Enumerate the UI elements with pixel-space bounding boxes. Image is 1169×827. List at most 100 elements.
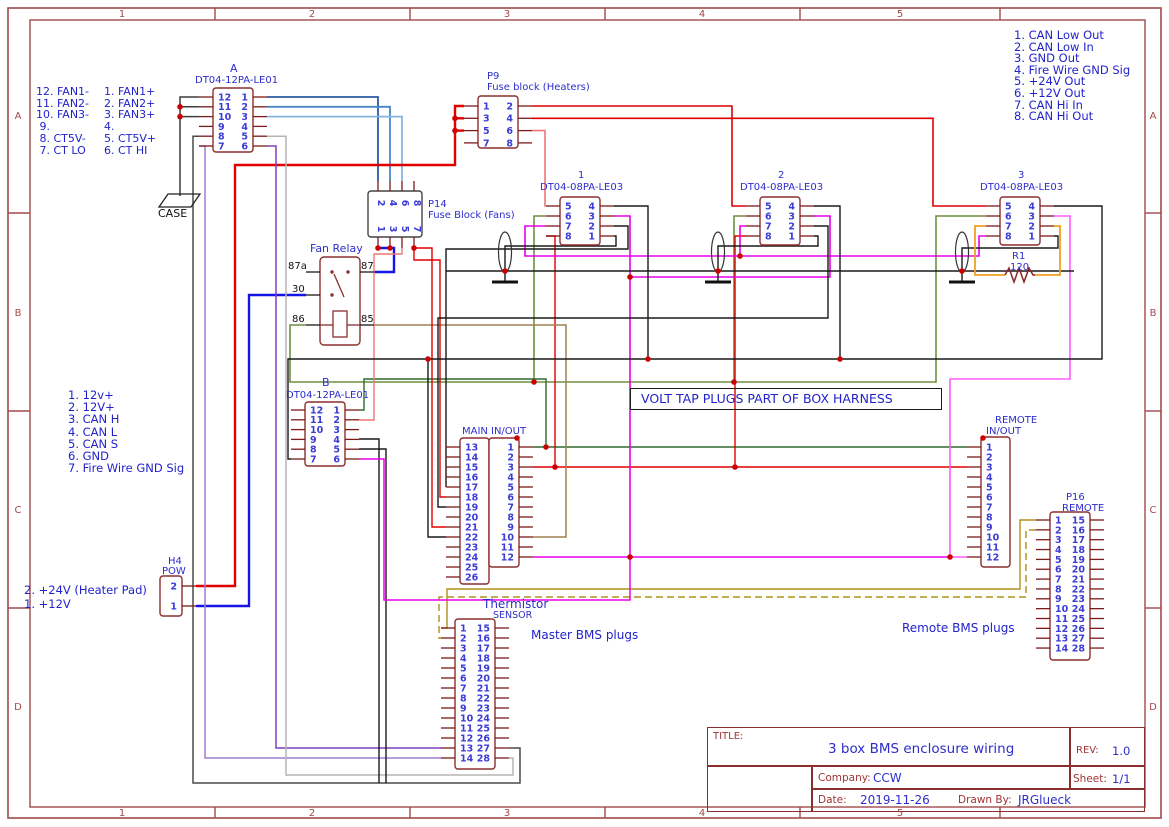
schematic-label: REMOTE — [995, 415, 1037, 426]
wire-b4-blk — [359, 438, 380, 783]
note-fan-positive-pins: 1. FAN1+2. FAN2+3. FAN3+4.5. CT5V+6. CT … — [104, 86, 156, 156]
note-line: 1. +12V — [24, 596, 71, 611]
fuse-p14 — [367, 190, 423, 238]
junction-dot — [452, 115, 458, 122]
schematic-label: 5 — [483, 126, 490, 137]
schematic-label: 30 — [292, 284, 305, 295]
schematic-label: 1 — [460, 623, 467, 634]
note-line: 12. FAN1- — [36, 85, 90, 98]
connector-a — [212, 87, 254, 153]
schematic-label: 6 — [506, 126, 513, 137]
volt-tap-text: VOLT TAP PLUGS PART OF BOX HARNESS — [641, 391, 893, 406]
schematic-label: 11 — [986, 542, 999, 553]
schematic-label: Fuse Block (Fans) — [428, 210, 515, 221]
rev-value: 1.0 — [1112, 744, 1131, 758]
schematic-label: 3 — [504, 9, 510, 20]
schematic-label: DT04-08PA-LE03 — [980, 182, 1063, 193]
schematic-label: 13 — [465, 442, 478, 453]
schematic-label: 6 — [565, 211, 572, 222]
wire-shield-r2 — [814, 205, 841, 359]
schematic-label: REMOTE — [1062, 503, 1104, 514]
schematic-label: 2 — [333, 415, 340, 426]
schematic-label: 8 — [765, 231, 772, 242]
note-line: 6. GND — [68, 449, 109, 464]
junction-dot — [425, 356, 431, 362]
junction-dot — [531, 379, 537, 385]
plug-3 — [999, 196, 1041, 246]
wire-can-l-1 — [445, 225, 629, 487]
schematic-label: 9 — [460, 703, 467, 714]
schematic-label: 20 — [477, 673, 491, 684]
junction-dot — [177, 104, 183, 110]
schematic-label: MAIN — [462, 426, 488, 437]
schematic-label: 10 — [986, 532, 1000, 543]
schematic-label: 21 — [1072, 575, 1085, 586]
company-value: CCW — [873, 771, 902, 785]
date-value: 2019-11-26 — [860, 793, 930, 807]
schematic-label: 9 — [218, 122, 225, 133]
schematic-label: 25 — [477, 723, 490, 734]
schematic-label: 5 — [507, 482, 514, 493]
sheet-label: Sheet: — [1073, 773, 1107, 785]
schematic-label: 15 — [465, 462, 478, 473]
note-line: 5. +24V Out — [1014, 74, 1086, 89]
note-h4-pinout: 2. +24V (Heater Pad)1. +12V — [24, 583, 147, 611]
schematic-label: DT04-08PA-LE03 — [540, 182, 623, 193]
schematic-label: 15 — [1072, 515, 1085, 526]
schematic-label: 1 — [578, 170, 584, 181]
schematic-label: 2 — [507, 452, 514, 463]
wire-gnd-stem-3 — [961, 235, 1059, 281]
note-line: 5. CAN S — [68, 436, 119, 451]
schematic-label: 4 — [699, 808, 705, 819]
junction-dot — [627, 274, 633, 280]
junction-dot — [387, 245, 393, 251]
note-master-plugs: Master BMS plugs — [531, 628, 639, 642]
schematic-label: 28 — [1072, 643, 1086, 654]
note-line: 3. FAN3+ — [104, 108, 156, 122]
schematic-label: 3 — [507, 462, 514, 473]
schematic-label: Fuse block (Heaters) — [487, 82, 590, 93]
schematic-label: 3 — [387, 226, 398, 233]
schematic-label: 8 — [1055, 584, 1062, 595]
drawnby-label: Drawn By: — [958, 794, 1012, 806]
junction-dot — [731, 379, 737, 385]
wire-coil-gnd-bus — [289, 215, 986, 383]
wire-power-24v — [196, 104, 464, 588]
schematic-label: 13 — [460, 743, 473, 754]
schematic-label: 5 — [897, 808, 903, 819]
schematic-label: 8 — [506, 138, 513, 149]
note-line: 7. CAN Hi In — [1014, 97, 1083, 112]
schematic-label: 4 — [241, 122, 248, 133]
schematic-label: C — [15, 505, 22, 516]
schematic-label: P14 — [428, 199, 447, 210]
wire-can-hi-bus — [614, 215, 831, 278]
h4-pow — [159, 575, 183, 617]
schematic-label: 85 — [361, 314, 374, 325]
junction-dot — [552, 464, 558, 470]
schematic-label: R1 — [1012, 251, 1025, 262]
date-label: Date: — [818, 794, 847, 806]
schematic-label: 4 — [333, 435, 340, 446]
wire-fuse-to-b2 — [359, 248, 403, 421]
schematic-label: H4 — [168, 556, 182, 567]
schematic-label: 7 — [765, 221, 772, 232]
schematic-label: 24 — [465, 552, 479, 563]
junction-dot — [177, 113, 183, 120]
schematic-label: 1 — [119, 9, 125, 20]
sheet-border-outer — [7, 7, 1162, 819]
junction-dot — [502, 268, 508, 274]
wire-can-l-2 — [437, 225, 829, 508]
schematic-label: 22 — [1072, 584, 1085, 595]
note-line: 2. FAN2+ — [104, 96, 156, 110]
schematic-label: 8 — [460, 693, 467, 704]
schematic-label: 5 — [897, 9, 903, 20]
schematic-label: Thermistor — [482, 597, 548, 611]
schematic-label: 17 — [477, 643, 490, 654]
schematic-label: 11 — [501, 542, 514, 553]
rev-label: REV: — [1076, 745, 1099, 756]
schematic-label: 3 — [483, 114, 490, 125]
note-line: 4. CAN L — [68, 424, 118, 439]
schematic-label: 2 — [241, 102, 248, 113]
relay-contact — [330, 270, 334, 274]
